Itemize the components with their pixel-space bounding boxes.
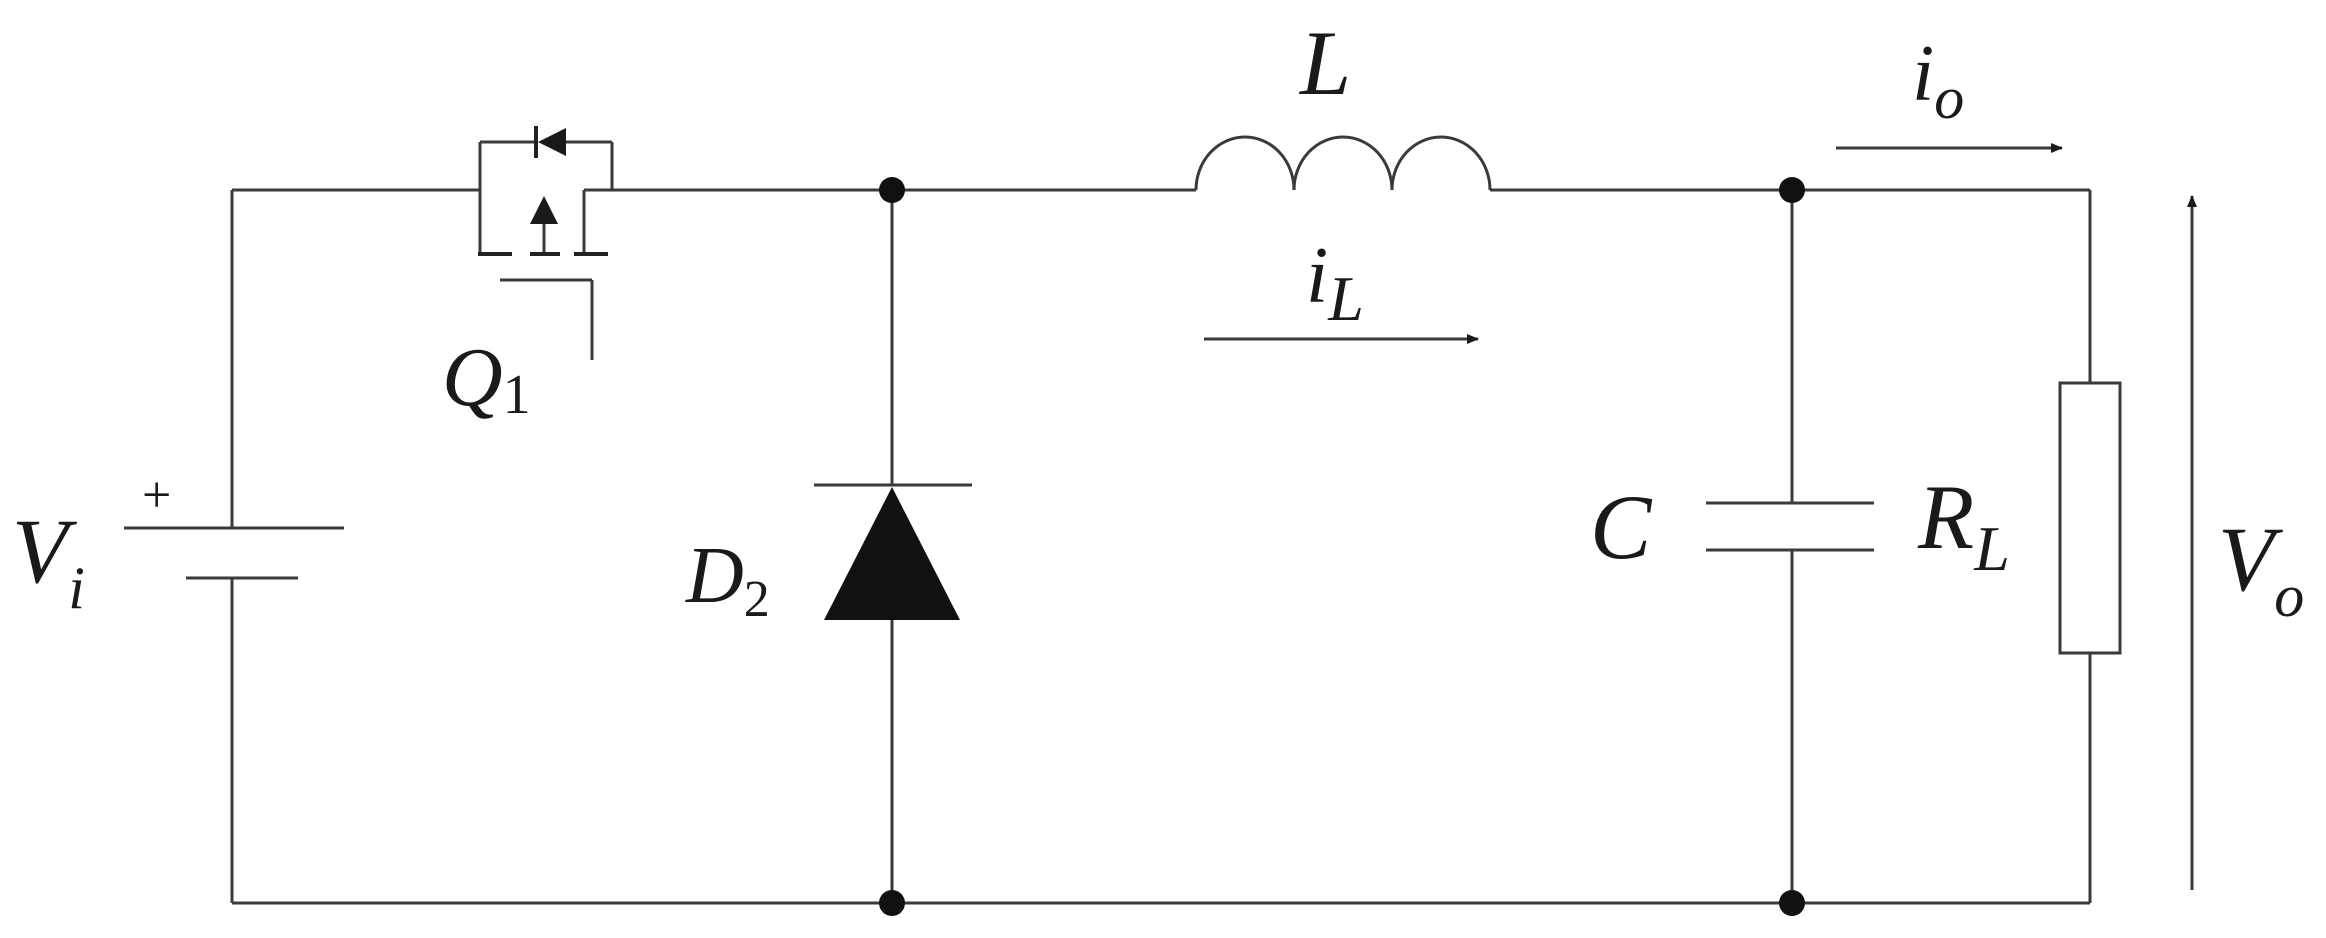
capacitor-label: C (1590, 476, 1653, 578)
junction-dots (879, 177, 1805, 916)
junction-dot (1779, 890, 1805, 916)
battery-symbol (124, 526, 344, 580)
plus-sign: + (142, 467, 171, 524)
wires (230, 188, 2092, 905)
load-resistor (2058, 381, 2122, 655)
diode-symbol (814, 483, 972, 620)
diode-label: D2 (685, 532, 770, 628)
capacitor-symbol (1706, 501, 1874, 552)
output-voltage-label: Vo (2218, 508, 2304, 629)
junction-dot (1779, 177, 1805, 203)
output-current-label: io (1912, 30, 1964, 131)
junction-dot (879, 890, 905, 916)
inductor-label: L (1298, 12, 1351, 114)
junction-dot (879, 177, 905, 203)
switch-label: Q1 (442, 331, 531, 426)
mosfet-switch (478, 126, 614, 360)
inductor-coil (1194, 135, 1492, 191)
inductor-current-label: iL (1306, 232, 1364, 334)
load-label: RL (1917, 466, 2010, 584)
input-voltage-label: Vi (12, 500, 85, 621)
